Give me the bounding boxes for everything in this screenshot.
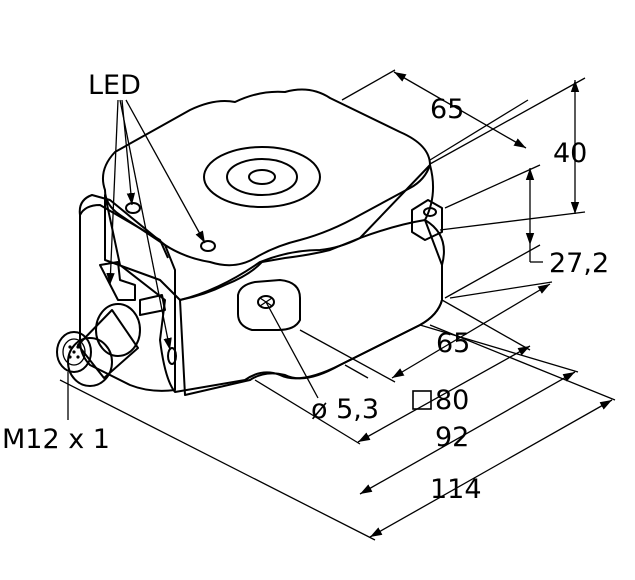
mounting-lug-front	[237, 279, 301, 331]
length-total-label: 114	[430, 474, 482, 505]
lug-hole-right	[423, 207, 437, 217]
housing-left-block	[78, 194, 176, 392]
square-symbol-icon	[412, 390, 432, 410]
width-square-label-group: 80	[412, 385, 469, 416]
dim-height-lower	[444, 164, 543, 299]
width-square-label: 80	[435, 385, 469, 416]
housing-top-face	[102, 88, 431, 267]
hole-leader	[265, 301, 319, 399]
housing-front-face	[104, 194, 443, 393]
depth-top-label: 65	[430, 94, 464, 125]
led-window-side	[167, 347, 177, 365]
connector-label: M12 x 1	[2, 424, 110, 455]
sensing-face-rings	[203, 146, 321, 208]
led-leaders	[106, 99, 206, 351]
dim-length-total	[59, 324, 616, 541]
width-92-label: 92	[435, 422, 469, 453]
mounting-hole-front	[257, 295, 275, 309]
connector-flange	[139, 294, 166, 316]
led-window-right	[200, 240, 216, 252]
m12-connector	[56, 303, 141, 387]
height-total-label: 40	[553, 138, 587, 169]
mounting-lug-right	[411, 199, 443, 241]
housing-left-block-top	[79, 204, 169, 259]
dim-width-square	[254, 299, 531, 445]
connector-collar	[99, 261, 136, 301]
led-window-left	[125, 202, 141, 214]
led-label: LED	[88, 70, 141, 101]
sensor-housing	[78, 88, 445, 396]
dim-depth-top	[341, 69, 529, 161]
hole-diameter-label: ø 5,3	[311, 394, 379, 425]
dim-height-total	[429, 77, 586, 231]
height-lower-label: 27,2	[549, 248, 609, 279]
width-mid-label: 65	[436, 328, 470, 359]
housing-right-face	[179, 164, 445, 396]
